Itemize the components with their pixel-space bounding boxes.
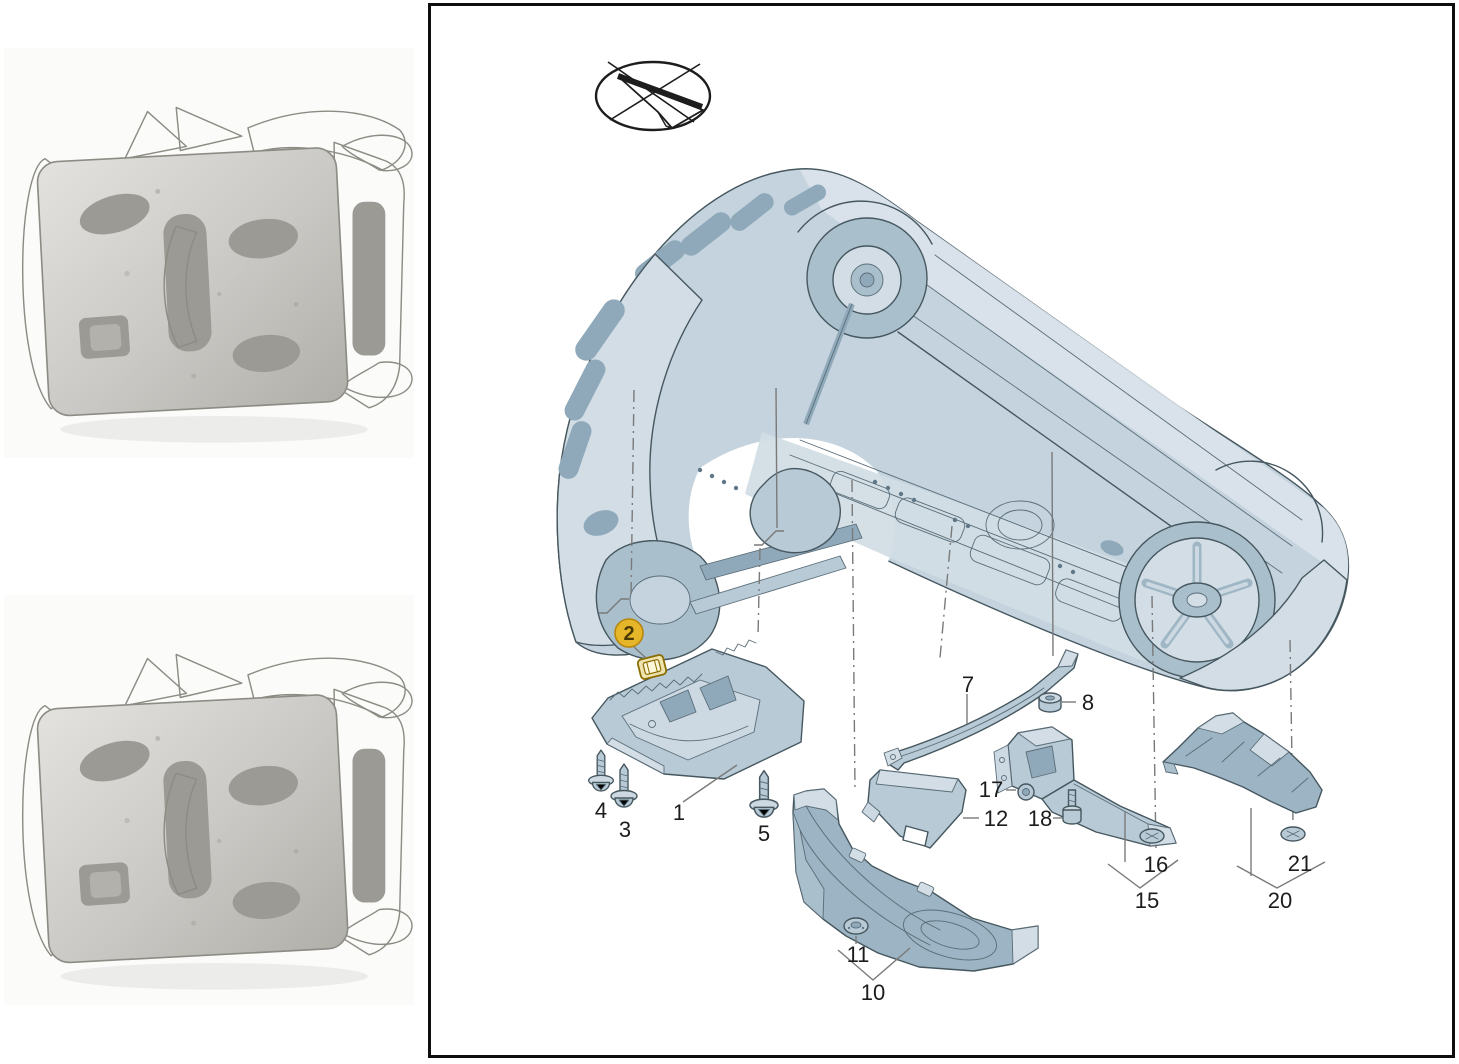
- part-engine-underbody-cover: [591, 639, 805, 780]
- callout-1-label: 1: [673, 800, 685, 825]
- clip-photo-art: [21, 653, 413, 991]
- callout-17-label: 17: [979, 777, 1003, 802]
- screw-4: [587, 749, 615, 792]
- callout-labels: 1 2 3 4 5 7 8 10 11 12 15: [595, 618, 1326, 1005]
- front-bumper: [556, 253, 703, 647]
- callout-18-label: 18: [1028, 806, 1052, 831]
- screw-5: [749, 769, 779, 818]
- clip-photo-art: [21, 106, 413, 444]
- highlight-circle-2: [614, 618, 644, 648]
- front-wheel: [797, 200, 933, 426]
- parts-diagram-panel: 1 2 3 4 5 7 8 10 11 12 15: [428, 3, 1455, 1058]
- callout-7-label: 7: [962, 672, 974, 697]
- part-rear-right-heat-shield: [1162, 712, 1323, 814]
- callout-5-label: 5: [758, 821, 770, 846]
- clip-product-photo-top: [4, 48, 414, 458]
- callout-15-label: 15: [1135, 888, 1159, 913]
- highlighted-clip-part: [636, 654, 668, 680]
- car-underbody-illustration: [556, 168, 1350, 692]
- washer-16: [1139, 828, 1165, 844]
- bolt-18: [1062, 789, 1082, 825]
- callout-12-label: 12: [984, 806, 1008, 831]
- callout-2-label: 2: [623, 623, 634, 645]
- callout-20-label: 20: [1268, 888, 1292, 913]
- callout-4-label: 4: [595, 798, 607, 823]
- spare-wheel-well: [1100, 460, 1324, 679]
- no-pointed-tools-icon: [594, 60, 712, 132]
- callout-3-label: 3: [619, 817, 631, 842]
- screw-3: [610, 763, 638, 808]
- washer-21: [1280, 826, 1306, 842]
- nut-11: [843, 917, 869, 935]
- part-small-heat-shield: [861, 769, 967, 849]
- front-suspension: [595, 467, 863, 661]
- callout-16-label: 16: [1144, 852, 1168, 877]
- clip-illustration: [21, 106, 413, 444]
- callout-21-label: 21: [1288, 851, 1312, 876]
- clip-product-photo-bottom: [4, 595, 414, 1005]
- rear-bumper: [1179, 559, 1348, 692]
- callout-11-label: 11: [847, 942, 870, 967]
- callout-8-label: 8: [1082, 690, 1094, 715]
- clip-illustration: [21, 653, 413, 991]
- leader-lines: [599, 387, 1294, 853]
- parts-diagram: 1 2 3 4 5 7 8 10 11 12 15: [556, 60, 1350, 1005]
- nut-8: [1038, 692, 1062, 713]
- part-cross-bar: [883, 649, 1079, 771]
- callout-10-label: 10: [861, 980, 885, 1005]
- washer-17: [1017, 783, 1035, 801]
